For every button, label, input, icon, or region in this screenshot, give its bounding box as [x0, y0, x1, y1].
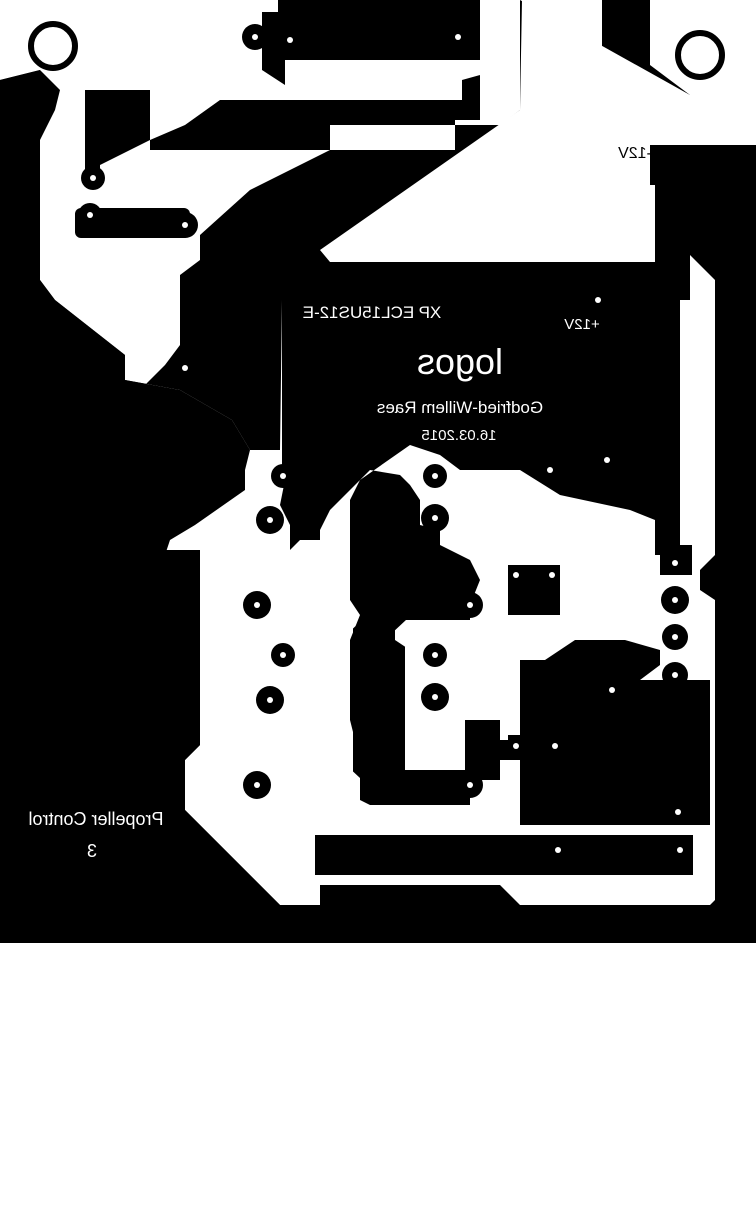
- svg-text:Godfried-Willem Raes: Godfried-Willem Raes: [377, 398, 543, 417]
- svg-text:16.03.2015: 16.03.2015: [421, 427, 496, 444]
- date-label: 16.03.2015: [421, 427, 496, 444]
- svg-text:-12V: -12V: [618, 145, 652, 162]
- svg-text:3: 3: [87, 841, 97, 861]
- copper-pour-right: [715, 600, 756, 943]
- rail-label-positive: +12V: [564, 316, 599, 333]
- copper-pour-left: [0, 70, 756, 943]
- logo-text: logos: [417, 341, 503, 382]
- svg-text:XP ECL15US12-E: XP ECL15US12-E: [303, 303, 442, 322]
- project-name-label: Propeller Control: [28, 809, 163, 829]
- drill-holes: [87, 34, 683, 853]
- pcb-copper-layout: -12V +12V XP ECL15US12-E logos Godfried-…: [0, 0, 756, 943]
- loop-trace: [353, 590, 470, 805]
- project-number-label: 3: [87, 841, 97, 861]
- author-label: Godfried-Willem Raes: [377, 398, 543, 417]
- part-number-label: XP ECL15US12-E: [303, 303, 442, 322]
- rail-label-negative: -12V: [618, 145, 652, 162]
- svg-text:+12V: +12V: [564, 316, 599, 333]
- svg-text:Propeller Control: Propeller Control: [28, 809, 163, 829]
- svg-text:logos: logos: [417, 341, 503, 382]
- bottom-trace: [315, 835, 693, 875]
- mounting-holes: [28, 21, 725, 80]
